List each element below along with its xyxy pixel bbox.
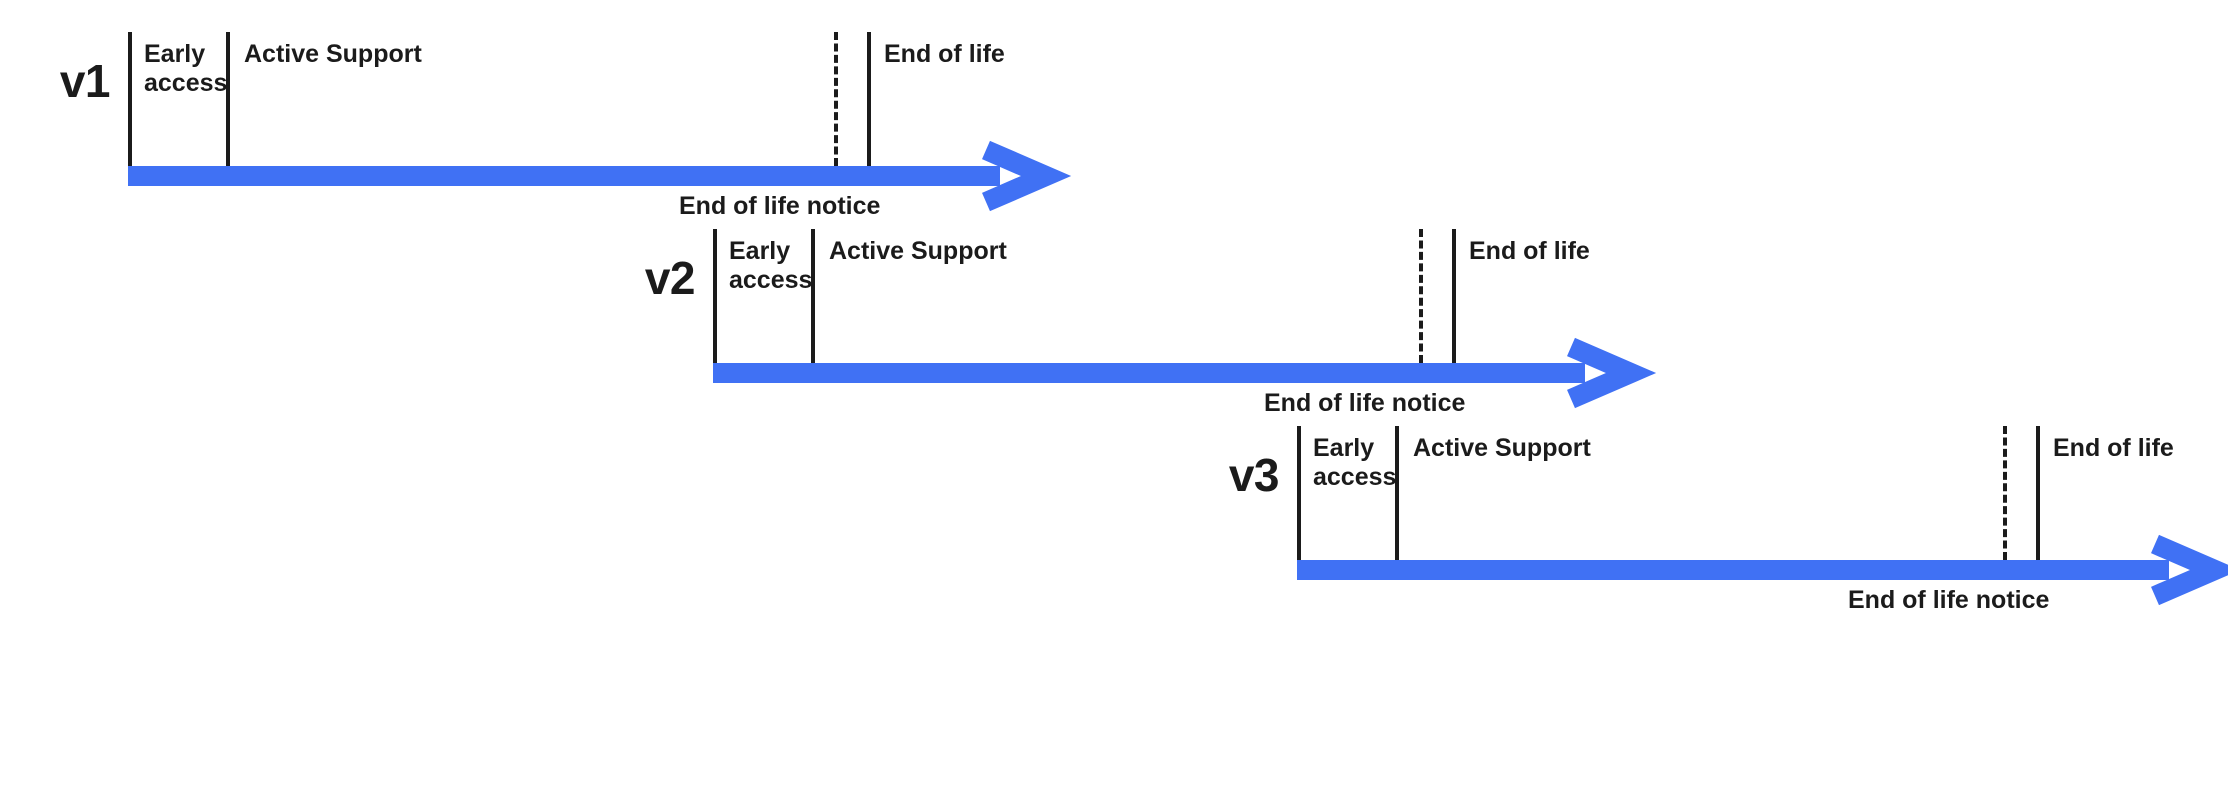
arrow-head-icon: [1567, 337, 1657, 409]
phase-divider: [811, 229, 815, 363]
end-of-life-notice-label: End of life notice: [1264, 389, 1466, 417]
version-label-v2: v2: [644, 252, 696, 304]
phase-divider: [226, 32, 230, 166]
arrow-head-icon: [2151, 534, 2228, 606]
phase-label-1: Active Support: [244, 40, 422, 68]
phase-track: Early access Active Support End of life: [128, 14, 1042, 166]
lifecycle-arrow: [1297, 534, 2228, 608]
lifecycle-arrow: [713, 337, 1657, 411]
arrow-head-icon: [982, 140, 1072, 212]
lifecycle-arrow: [128, 140, 1072, 214]
phase-divider: [128, 32, 132, 166]
phase-label-3: End of life: [2053, 434, 2174, 462]
phase-divider: [713, 229, 717, 363]
end-of-life-notice-label: End of life notice: [1848, 586, 2050, 614]
version-label-v1: v1: [59, 55, 111, 107]
phase-divider-dashed: [2003, 426, 2007, 560]
version-label-v3: v3: [1228, 449, 1280, 501]
phase-divider: [1452, 229, 1456, 363]
phase-divider: [1297, 426, 1301, 560]
phase-label-3: End of life: [884, 40, 1005, 68]
phase-divider-dashed: [1419, 229, 1423, 363]
phase-track: Early access Active Support End of life: [1297, 408, 2211, 560]
phase-track: Early access Active Support End of life: [713, 211, 1627, 363]
phase-label-0: Early access: [1313, 434, 1397, 491]
phase-label-3: End of life: [1469, 237, 1590, 265]
end-of-life-notice-label: End of life notice: [679, 192, 881, 220]
arrow-shaft: [128, 166, 1000, 186]
phase-divider: [1395, 426, 1399, 560]
phase-divider: [2036, 426, 2040, 560]
arrow-shaft: [713, 363, 1585, 383]
arrow-shaft: [1297, 560, 2169, 580]
phase-label-1: Active Support: [1413, 434, 1591, 462]
phase-divider: [867, 32, 871, 166]
phase-divider-dashed: [834, 32, 838, 166]
phase-label-0: Early access: [729, 237, 813, 294]
phase-label-1: Active Support: [829, 237, 1007, 265]
phase-label-0: Early access: [144, 40, 228, 97]
